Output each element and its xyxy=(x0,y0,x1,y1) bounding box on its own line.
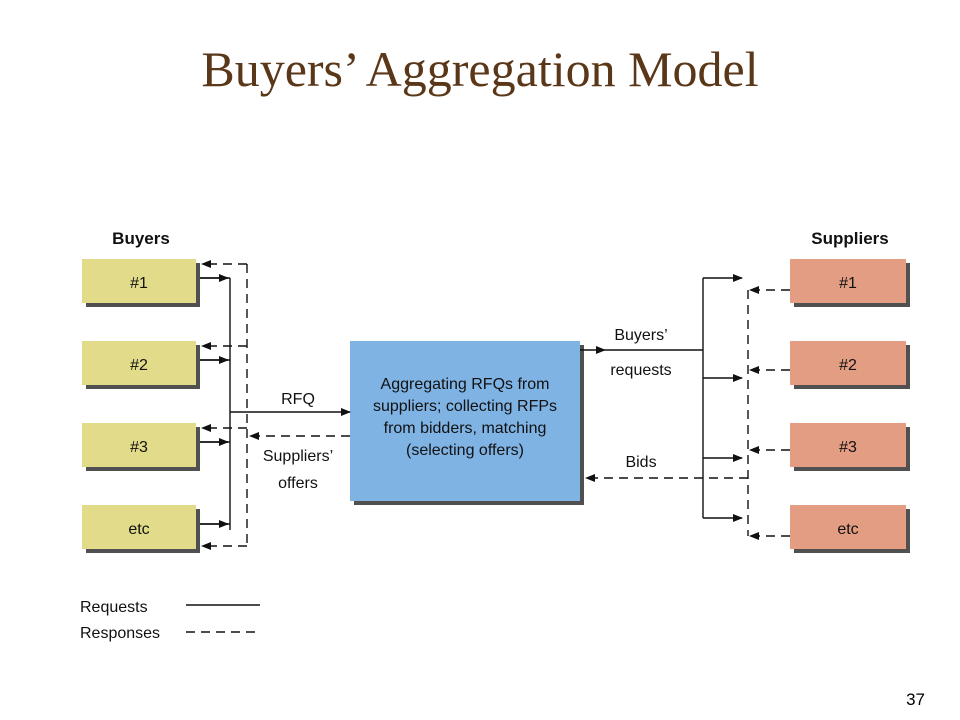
suppliers-offers-line-1: Suppliers’ xyxy=(263,448,333,465)
legend-responses-label: Responses xyxy=(80,625,160,642)
aggregator-line-1: Aggregating RFQs from xyxy=(381,376,550,393)
buyer-label: #1 xyxy=(130,275,148,292)
legend-requests-label: Requests xyxy=(80,599,148,616)
aggregator-line-3: from bidders, matching xyxy=(384,420,547,437)
supplier-box-etc: etc xyxy=(790,505,910,553)
supplier-response-lines xyxy=(585,286,790,540)
buyer-response-lines xyxy=(201,260,350,550)
buyer-label: #3 xyxy=(130,439,148,456)
supplier-label: #3 xyxy=(839,439,857,456)
aggregator-line-2: suppliers; collecting RFPs xyxy=(373,398,557,415)
slide-title: Buyers’ Aggregation Model xyxy=(201,41,759,97)
suppliers-heading: Suppliers xyxy=(811,229,888,248)
buyer-box-2: #2 xyxy=(82,341,200,389)
supplier-box-1: #1 xyxy=(790,259,910,307)
buyers-requests-line-2: requests xyxy=(610,362,671,379)
buyer-request-lines xyxy=(200,274,351,530)
supplier-label: etc xyxy=(837,521,858,538)
supplier-box-3: #3 xyxy=(790,423,910,471)
buyers-heading: Buyers xyxy=(112,229,170,248)
aggregator-line-4: (selecting offers) xyxy=(406,442,524,459)
buyer-box-etc: etc xyxy=(82,505,200,553)
buyer-box-1: #1 xyxy=(82,259,200,307)
bids-label: Bids xyxy=(625,454,656,471)
buyer-label: #2 xyxy=(130,357,148,374)
supplier-box-2: #2 xyxy=(790,341,910,389)
buyer-box-3: #3 xyxy=(82,423,200,471)
supplier-request-lines xyxy=(580,274,743,522)
legend: Requests Responses xyxy=(80,599,260,642)
buyer-label: etc xyxy=(128,521,149,538)
buyers-requests-line-1: Buyers’ xyxy=(614,327,667,344)
supplier-label: #1 xyxy=(839,275,857,292)
suppliers-offers-line-2: offers xyxy=(278,475,318,492)
supplier-label: #2 xyxy=(839,357,857,374)
aggregator-box: Aggregating RFQs from suppliers; collect… xyxy=(350,341,584,505)
slide-number: 37 xyxy=(906,690,925,709)
rfq-label: RFQ xyxy=(281,391,315,408)
